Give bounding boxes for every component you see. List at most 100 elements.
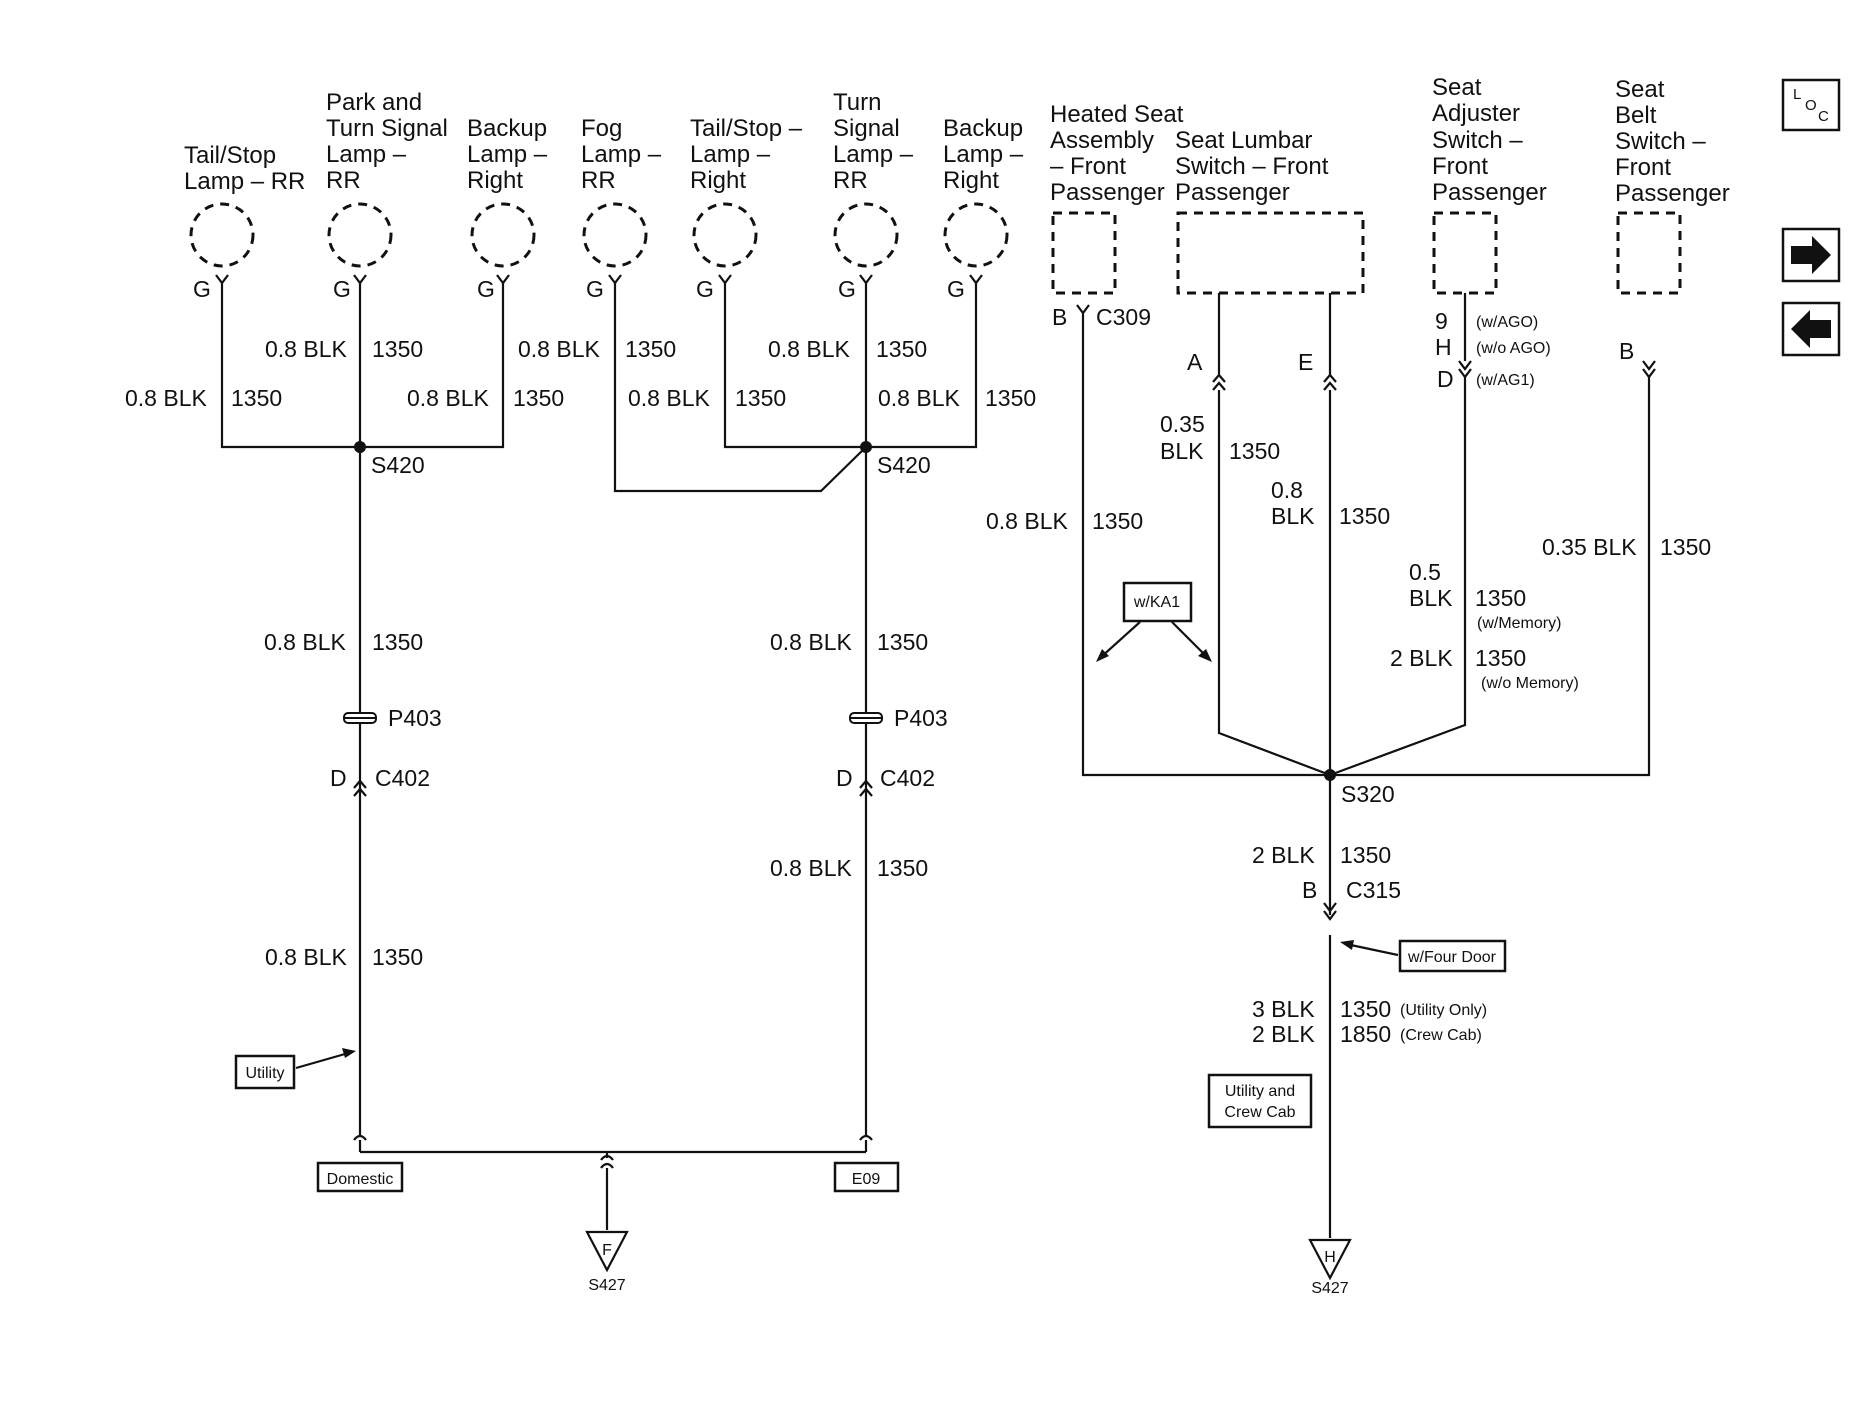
wire-circuit-label: 1350 bbox=[372, 336, 423, 362]
pin-label: H bbox=[1435, 334, 1452, 360]
wire-color-label: 0.8 BLK bbox=[265, 336, 347, 362]
wire-circuit-label: 1350 bbox=[372, 629, 423, 655]
utility-callout: Utility bbox=[234, 1048, 356, 1090]
wire-color-label: 0.8 BLK bbox=[264, 629, 346, 655]
lamp-pins: G G G G G G G bbox=[193, 274, 983, 302]
wire-circuit-label: 1350 bbox=[1475, 585, 1526, 611]
wire-circuit-label: 1350 bbox=[513, 385, 564, 411]
pin-option-label: (w/o AGO) bbox=[1476, 340, 1551, 357]
component-label-line: Passenger bbox=[1432, 179, 1547, 206]
loc-letter: O bbox=[1805, 97, 1817, 114]
pin-label: G bbox=[333, 276, 351, 302]
option-label: Crew Cab bbox=[1224, 1104, 1295, 1121]
component-label-line: Backup bbox=[943, 115, 1023, 142]
c402-connector-left: D C402 bbox=[330, 765, 430, 797]
wire-color-label: 0.8 BLK bbox=[768, 336, 850, 362]
splice-label: S420 bbox=[371, 452, 425, 478]
lamp-fog-rr: Fog Lamp – RR bbox=[581, 115, 662, 268]
seat-belt-switch: Seat Belt Switch – Front Passenger B bbox=[1615, 76, 1730, 379]
wire-color-label: 0.8 BLK bbox=[265, 944, 347, 970]
pin-label: E bbox=[1298, 349, 1313, 375]
pin-label: B bbox=[1052, 304, 1067, 330]
seat-lumbar-switch: Seat Lumbar Switch – Front Passenger A E bbox=[1175, 127, 1365, 391]
wire-color-label: 0.8 BLK bbox=[986, 508, 1068, 534]
component-label-line: – Front bbox=[1050, 153, 1126, 180]
component-label-line: Lamp – bbox=[943, 141, 1024, 168]
right-ground: H S427 bbox=[1308, 1238, 1352, 1297]
location-button[interactable]: L O C bbox=[1781, 78, 1841, 132]
previous-page-button[interactable] bbox=[1781, 301, 1841, 357]
component-label-line: RR bbox=[833, 167, 868, 194]
wire-color-label: BLK bbox=[1160, 438, 1204, 464]
component-label-line: Assembly bbox=[1050, 127, 1154, 154]
next-page-button[interactable] bbox=[1781, 227, 1841, 283]
pin-label: B bbox=[1302, 877, 1317, 903]
splice-label: S320 bbox=[1341, 781, 1395, 807]
loc-letter: L bbox=[1793, 86, 1801, 103]
right-wire-labels: 0.35 BLK 1350 0.8 BLK 1350 0.8 BLK 1350 … bbox=[986, 411, 1711, 1047]
component-label-line: Switch – bbox=[1432, 127, 1523, 154]
w-four-door-callout: w/Four Door bbox=[1340, 939, 1507, 973]
component-box bbox=[1616, 211, 1682, 295]
wire-circuit-label: 1350 bbox=[877, 629, 928, 655]
wire-color-label: 0.8 BLK bbox=[125, 385, 207, 411]
component-label-line: Passenger bbox=[1175, 179, 1290, 206]
w-ka1-callout: w/KA1 bbox=[1096, 581, 1212, 662]
component-label-line: Seat bbox=[1615, 76, 1665, 103]
wire-circuit-label: 1350 bbox=[1229, 438, 1280, 464]
component-box bbox=[1432, 211, 1498, 295]
component-label-line: Right bbox=[690, 167, 746, 194]
wire-color-label: 0.8 BLK bbox=[407, 385, 489, 411]
option-label: Utility bbox=[245, 1065, 284, 1082]
wire-circuit-label: 1350 bbox=[1340, 842, 1391, 868]
connector-label: C402 bbox=[375, 765, 430, 791]
wire-color-label: 0.8 BLK bbox=[518, 336, 600, 362]
component-label-line: Seat bbox=[1432, 74, 1482, 101]
component-label-line: Front bbox=[1615, 154, 1671, 181]
pin-label: G bbox=[838, 276, 856, 302]
wire-circuit-label: 1350 bbox=[735, 385, 786, 411]
splice-label: S420 bbox=[877, 452, 931, 478]
seat-adjuster-switch: Seat Adjuster Switch – Front Passenger 9… bbox=[1432, 74, 1551, 392]
pin-label: A bbox=[1187, 349, 1203, 375]
ground-label: S427 bbox=[1311, 1280, 1348, 1297]
lamp-tail-stop-right: Tail/Stop – Lamp – Right bbox=[690, 115, 803, 268]
connector-label: P403 bbox=[388, 705, 442, 731]
component-label-line: RR bbox=[326, 167, 361, 194]
wire-circuit-label: 1350 bbox=[1339, 503, 1390, 529]
lamp-backup-right-1: Backup Lamp – Right bbox=[467, 115, 548, 268]
wire-color-label: 0.35 bbox=[1160, 411, 1205, 437]
pin-label: G bbox=[193, 276, 211, 302]
option-label: w/KA1 bbox=[1133, 594, 1180, 611]
component-label-line: Right bbox=[467, 167, 523, 194]
component-label-line: Turn Signal bbox=[326, 115, 448, 142]
component-label-line: Lamp – bbox=[690, 141, 771, 168]
component-label-line: Tail/Stop bbox=[184, 142, 276, 169]
splice-dot bbox=[1324, 769, 1336, 781]
loc-letter: C bbox=[1818, 108, 1829, 125]
pin-label: G bbox=[477, 276, 495, 302]
lamp-backup-right-2: Backup Lamp – Right bbox=[943, 115, 1024, 268]
wire-circuit-label: 1350 bbox=[625, 336, 676, 362]
lamp-tail-stop-rr: Tail/Stop Lamp – RR bbox=[184, 142, 305, 268]
wire-color-label: 2 BLK bbox=[1252, 1021, 1315, 1047]
component-label-line: Backup bbox=[467, 115, 547, 142]
component-label-line: Switch – Front bbox=[1175, 153, 1329, 180]
component-box bbox=[1176, 211, 1365, 295]
wire-color-label: 0.8 BLK bbox=[770, 855, 852, 881]
right-wiring bbox=[1081, 293, 1651, 1238]
component-label-line: Passenger bbox=[1615, 180, 1730, 207]
pin-label: D bbox=[330, 765, 347, 791]
wire-circuit-label: 1350 bbox=[877, 855, 928, 881]
lamp-turn-signal-rr: Turn Signal Lamp – RR bbox=[833, 89, 914, 268]
lamp-symbol bbox=[189, 202, 255, 268]
component-label-line: Lamp – bbox=[326, 141, 407, 168]
p403-connector-left: P403 bbox=[343, 705, 442, 731]
heated-seat-assembly: Heated Seat Assembly – Front Passenger B… bbox=[1050, 101, 1184, 330]
component-label-line: Park and bbox=[326, 89, 422, 116]
pin-label: G bbox=[586, 276, 604, 302]
arrow-left-icon bbox=[1791, 310, 1831, 348]
wire-color-label: 0.35 BLK bbox=[1542, 534, 1637, 560]
splice-dot bbox=[860, 441, 872, 453]
pin-option-label: (w/AGO) bbox=[1476, 314, 1538, 331]
